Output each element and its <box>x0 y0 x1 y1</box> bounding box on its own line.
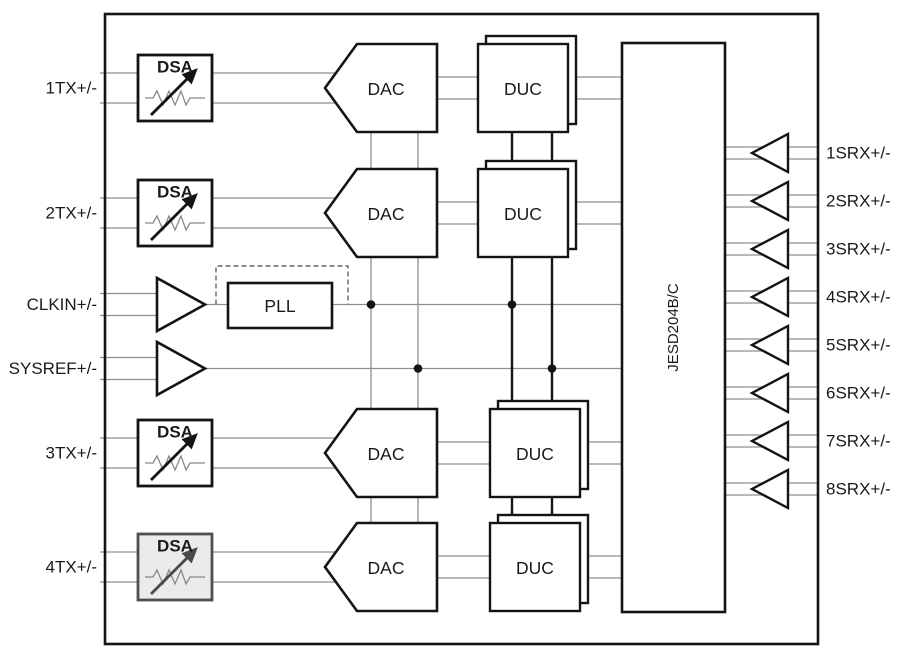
duc-block <box>488 521 582 613</box>
sysref-buffer-triangle-icon <box>155 339 208 398</box>
dsa-block <box>136 418 214 488</box>
variable-attenuator-icon <box>145 454 205 472</box>
dsa-label: DSA <box>157 183 193 202</box>
srx-port-label: 1SRX+/- <box>826 144 891 163</box>
duc-block <box>476 167 570 259</box>
srx-port-label: 2SRX+/- <box>826 192 891 211</box>
srx-port-label: 3SRX+/- <box>826 240 891 259</box>
srx-buffer-triangle-icon <box>749 372 790 414</box>
jesd204-label: JESD204B/C <box>665 283 682 372</box>
dac-label: DAC <box>368 558 405 578</box>
srx-buffer-triangle-icon <box>749 276 790 318</box>
clkin-port-label: CLKIN+/- <box>27 295 97 314</box>
duc-label: DUC <box>516 444 554 464</box>
srx-port-label: 6SRX+/- <box>826 384 891 403</box>
dac-block <box>323 167 439 259</box>
srx-buffer-triangle-icon <box>749 132 790 174</box>
dsa-arrow-icon <box>150 200 191 241</box>
tx-port-label: 1TX+/- <box>46 79 98 98</box>
dac-label: DAC <box>368 79 405 99</box>
duc-block <box>488 407 582 499</box>
srx-port-label: 7SRX+/- <box>826 432 891 451</box>
junction-dot <box>507 300 517 309</box>
junction-dot <box>366 300 376 309</box>
pll-block <box>226 281 334 330</box>
srx-buffer-triangle-icon <box>749 420 790 462</box>
sysref-port-label: SYSREF+/- <box>9 359 97 378</box>
dac-label: DAC <box>368 444 405 464</box>
chip-border <box>103 12 820 646</box>
srx-buffer-triangle-icon <box>749 228 790 270</box>
dsa-label: DSA <box>157 58 193 77</box>
srx-port-label: 5SRX+/- <box>826 336 891 355</box>
duc-label: DUC <box>504 79 542 99</box>
srx-port-label: 8SRX+/- <box>826 480 891 499</box>
dsa-arrowhead-icon <box>181 193 198 210</box>
dsa-arrowhead-icon <box>181 547 198 564</box>
srx-buffer-triangle-icon <box>749 468 790 510</box>
dac-block <box>323 407 439 499</box>
dac-label: DAC <box>368 204 405 224</box>
pll-label: PLL <box>264 296 295 316</box>
variable-attenuator-icon <box>145 89 205 107</box>
tx-port-label: 3TX+/- <box>46 444 98 463</box>
dsa-arrow-icon <box>150 554 191 595</box>
jesd204-block <box>620 41 727 614</box>
clkin-buffer-triangle-icon <box>155 275 208 334</box>
dsa-arrowhead-icon <box>181 68 198 85</box>
dsa-arrow-icon <box>150 440 191 481</box>
dsa-block-disabled <box>136 532 214 602</box>
dac-block <box>323 521 439 613</box>
duc-label: DUC <box>516 558 554 578</box>
duc-block <box>476 42 570 134</box>
junction-dot <box>413 364 423 373</box>
dsa-label: DSA <box>157 537 193 556</box>
dsa-arrowhead-icon <box>181 433 198 450</box>
junction-dot <box>547 364 557 373</box>
dsa-arrow-icon <box>150 75 191 116</box>
pll-bypass-dashed-box <box>215 265 349 305</box>
tx-port-label: 2TX+/- <box>46 204 98 223</box>
variable-attenuator-icon <box>145 214 205 232</box>
dac-block <box>323 42 439 134</box>
srx-port-label: 4SRX+/- <box>826 288 891 307</box>
srx-buffer-triangle-icon <box>749 180 790 222</box>
dsa-block <box>136 53 214 123</box>
dsa-label: DSA <box>157 423 193 442</box>
dsa-block <box>136 178 214 248</box>
srx-buffer-triangle-icon <box>749 324 790 366</box>
duc-label: DUC <box>504 204 542 224</box>
tx-port-label: 4TX+/- <box>46 558 98 577</box>
variable-attenuator-icon <box>145 568 205 586</box>
